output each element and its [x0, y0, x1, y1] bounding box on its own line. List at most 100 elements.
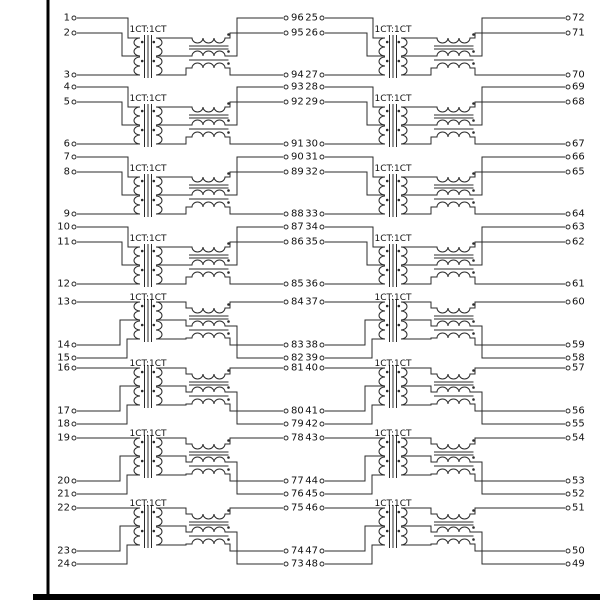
- choke-r7-right-w2: [401, 455, 565, 495]
- transformer-r3-right-secondary: [400, 176, 408, 196]
- pin-77-label: 77: [291, 476, 304, 487]
- pin-15-terminal: [71, 355, 77, 361]
- transformer-label-r1-right: 1CT:1CT: [374, 25, 412, 35]
- transformer-label-r8-right: 1CT:1CT: [374, 499, 412, 509]
- transformer-r8-right-primary: [378, 507, 386, 527]
- polarity-dot: [397, 440, 401, 444]
- pin-64-terminal: [565, 211, 571, 217]
- pin-4-label: 4: [64, 82, 70, 93]
- choke-r5-right-w1: [401, 301, 565, 314]
- polarity-dot: [397, 179, 401, 183]
- wire: [325, 544, 385, 565]
- polarity-dot: [140, 510, 144, 514]
- polarity-dot: [397, 249, 401, 253]
- pin-35-terminal: [319, 239, 325, 245]
- polarity-dot: [472, 119, 475, 122]
- pin-31-terminal: [319, 154, 325, 160]
- pin-19-label: 19: [57, 433, 70, 444]
- polarity-dot: [472, 509, 475, 512]
- pin-48-terminal: [319, 561, 325, 567]
- polarity-dot: [472, 102, 475, 105]
- pin-39-terminal: [319, 355, 325, 361]
- pin-29-label: 29: [305, 97, 318, 108]
- pin-8-terminal: [71, 169, 77, 175]
- polarity-dot: [472, 526, 475, 529]
- transformer-label-r4-right: 1CT:1CT: [374, 234, 412, 244]
- pin-28-label: 28: [305, 82, 318, 93]
- choke-r5-left-w3: [156, 332, 283, 346]
- pin-13-terminal: [71, 299, 77, 305]
- transformer-r6-right-primary: [378, 367, 386, 387]
- pin-39-label: 39: [305, 353, 318, 364]
- pin-12-terminal: [71, 281, 77, 287]
- pin-21-terminal: [71, 491, 77, 497]
- polarity-dot: [385, 59, 389, 63]
- pin-18-label: 18: [57, 419, 70, 430]
- polarity-dot: [227, 398, 230, 401]
- pin-46-label: 46: [305, 503, 318, 514]
- pin-49-terminal: [565, 561, 571, 567]
- wire: [325, 385, 385, 412]
- pin-38-terminal: [319, 342, 325, 348]
- pin-90-terminal: [283, 154, 289, 160]
- pin-65-label: 65: [572, 167, 585, 178]
- pin-51-terminal: [565, 505, 571, 511]
- polarity-dot: [140, 529, 144, 533]
- polarity-dot: [385, 304, 389, 308]
- choke-r7-left-w3: [156, 468, 283, 482]
- pin-43-label: 43: [305, 433, 318, 444]
- pin-80-label: 80: [291, 406, 304, 417]
- transformer-label-r3-right: 1CT:1CT: [374, 164, 412, 174]
- choke-r8-left-w2: [156, 525, 283, 565]
- choke-r4-right-w2: [401, 226, 565, 266]
- choke-r1-left-w2: [156, 17, 283, 57]
- transformer-r7-right-secondary: [400, 437, 408, 457]
- choke-r3-left-w2: [156, 156, 283, 196]
- polarity-dot: [140, 323, 144, 327]
- choke-r4-right-w1: [401, 241, 565, 253]
- choke-r1-right-w1: [401, 32, 565, 44]
- pin-31-label: 31: [305, 152, 318, 163]
- pin-62-label: 62: [572, 237, 585, 248]
- pin-82-label: 82: [291, 353, 304, 364]
- pin-5-label: 5: [64, 97, 70, 108]
- choke-r2-left-w1: [156, 101, 283, 113]
- pin-11-terminal: [71, 239, 77, 245]
- pin-81-terminal: [283, 365, 289, 371]
- polarity-dot: [152, 370, 156, 374]
- wire: [325, 226, 385, 248]
- pin-40-terminal: [319, 365, 325, 371]
- polarity-dot: [385, 179, 389, 183]
- polarity-dot: [385, 389, 389, 393]
- polarity-dot: [227, 386, 230, 389]
- pin-81-label: 81: [291, 363, 304, 374]
- pin-69-label: 69: [572, 82, 585, 93]
- transformer-r5-right-secondary: [400, 301, 408, 321]
- polarity-dot: [385, 40, 389, 44]
- choke-r7-right-w3: [401, 468, 565, 482]
- polarity-dot: [140, 370, 144, 374]
- transformer-r7-left-primary: [133, 437, 141, 457]
- polarity-dot: [397, 59, 401, 63]
- choke-r8-left-w1: [156, 507, 283, 520]
- polarity-dot: [385, 323, 389, 327]
- pin-24-label: 24: [57, 559, 70, 570]
- pin-93-label: 93: [291, 82, 304, 93]
- wire: [77, 32, 140, 57]
- pin-14-label: 14: [57, 340, 70, 351]
- transformer-r4-right-secondary: [400, 246, 408, 266]
- transformer-r2-left-secondary: [155, 125, 163, 145]
- polarity-dot: [227, 189, 230, 192]
- polarity-dot: [397, 304, 401, 308]
- polarity-dot: [152, 40, 156, 44]
- pin-70-label: 70: [572, 70, 585, 81]
- pin-89-label: 89: [291, 167, 304, 178]
- pin-12-label: 12: [57, 279, 70, 290]
- choke-r5-left-w1: [156, 301, 283, 314]
- choke-r3-right-w3: [401, 201, 565, 215]
- polarity-dot: [397, 128, 401, 132]
- pin-52-label: 52: [572, 489, 585, 500]
- pin-92-terminal: [283, 99, 289, 105]
- pin-9-terminal: [71, 211, 77, 217]
- page-border-bottom: [33, 594, 600, 600]
